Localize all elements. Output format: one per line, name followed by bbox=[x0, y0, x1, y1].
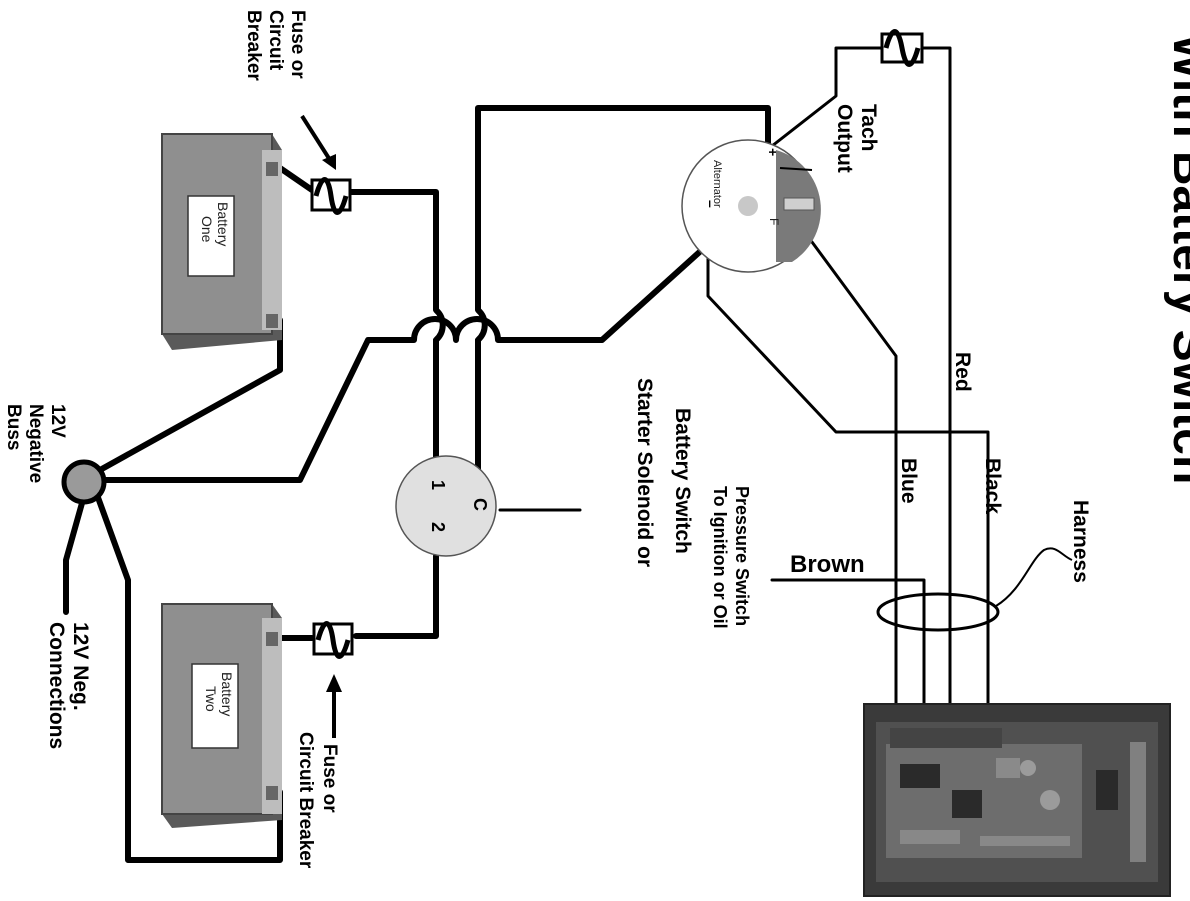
wire-blue bbox=[810, 240, 898, 752]
wire-black bbox=[706, 244, 990, 752]
harness-pointer bbox=[995, 547, 1073, 607]
solenoid-terminal-2: 2 bbox=[428, 522, 448, 532]
wire-brown bbox=[770, 578, 926, 752]
fuse-bottom-arrowhead bbox=[326, 674, 342, 692]
alternator-minus: – bbox=[703, 200, 719, 208]
fuse-top-arrow bbox=[300, 114, 332, 162]
neg-connections-label: 12V Neg. Connections bbox=[45, 622, 92, 749]
harness-label: Harness bbox=[1069, 500, 1092, 583]
wire-fuse-to-terminal-1 bbox=[347, 189, 446, 463]
wire-terminal-2-to-fuse bbox=[353, 553, 439, 639]
wire-battery-one-positive bbox=[277, 165, 315, 193]
battery-one-label-line-2: One bbox=[199, 216, 215, 243]
solenoid-terminal-1: 1 bbox=[428, 480, 448, 490]
wire-buss-to-alternator-negative bbox=[97, 245, 707, 483]
wires bbox=[63, 46, 990, 863]
battery-one-negative-terminal bbox=[266, 314, 278, 328]
fuse-bottom-label: Fuse or Circuit Breaker bbox=[295, 732, 340, 869]
fuse-top-arrowhead bbox=[322, 154, 336, 170]
svg-text:Battery One: Battery One bbox=[199, 202, 231, 250]
battery-two-label-line-2: Two bbox=[203, 686, 219, 712]
wire-red bbox=[920, 46, 952, 752]
alternator-plus: + bbox=[765, 148, 781, 156]
fuse-top bbox=[310, 177, 352, 215]
negative-buss bbox=[61, 459, 107, 505]
battery-two: Battery Two bbox=[161, 603, 282, 828]
negative-buss-label: 12V Negative Buss bbox=[3, 404, 68, 488]
alternator-f: F bbox=[767, 218, 781, 225]
wire-tach-to-fuse bbox=[770, 46, 884, 148]
tach-output-arrow bbox=[779, 167, 813, 171]
wire-neg-connections bbox=[63, 493, 87, 615]
harness-loop bbox=[876, 592, 1000, 632]
battery-one-label-line-1: Battery bbox=[215, 202, 231, 246]
ignition-label: To Ignition or Oil Pressure Switch bbox=[710, 486, 752, 634]
alternator: Alternator + F – bbox=[681, 139, 821, 273]
wire-blue-label: Blue bbox=[897, 458, 920, 504]
tach-output-label: Tach Output bbox=[833, 104, 880, 173]
fuse-bottom bbox=[312, 621, 354, 659]
solenoid-label: Starter Solenoid or Battery Switch bbox=[633, 378, 694, 573]
alternator-label: Alternator bbox=[711, 160, 723, 208]
wire-battery-two-negative bbox=[93, 489, 283, 863]
battery-one-positive-terminal bbox=[266, 162, 278, 176]
wire-brown-label: Brown bbox=[790, 551, 865, 578]
starter-solenoid: C 1 2 bbox=[395, 455, 497, 557]
controller-module bbox=[863, 703, 1171, 897]
battery-one: Battery One bbox=[161, 133, 282, 350]
solenoid-terminal-c: C bbox=[470, 498, 490, 511]
battery-two-positive-terminal bbox=[266, 632, 278, 646]
fuse-top-label: Fuse or Circuit Breaker bbox=[243, 10, 308, 84]
fuse-tach bbox=[880, 29, 924, 67]
wire-black-label: Black bbox=[981, 458, 1004, 514]
svg-text:Battery Two: Battery Two bbox=[203, 672, 235, 720]
battery-two-negative-terminal bbox=[266, 786, 278, 800]
wire-red-label: Red bbox=[951, 352, 974, 392]
diagram-title: With Battery Switch bbox=[1163, 34, 1190, 484]
battery-two-label-line-1: Battery bbox=[219, 672, 235, 716]
